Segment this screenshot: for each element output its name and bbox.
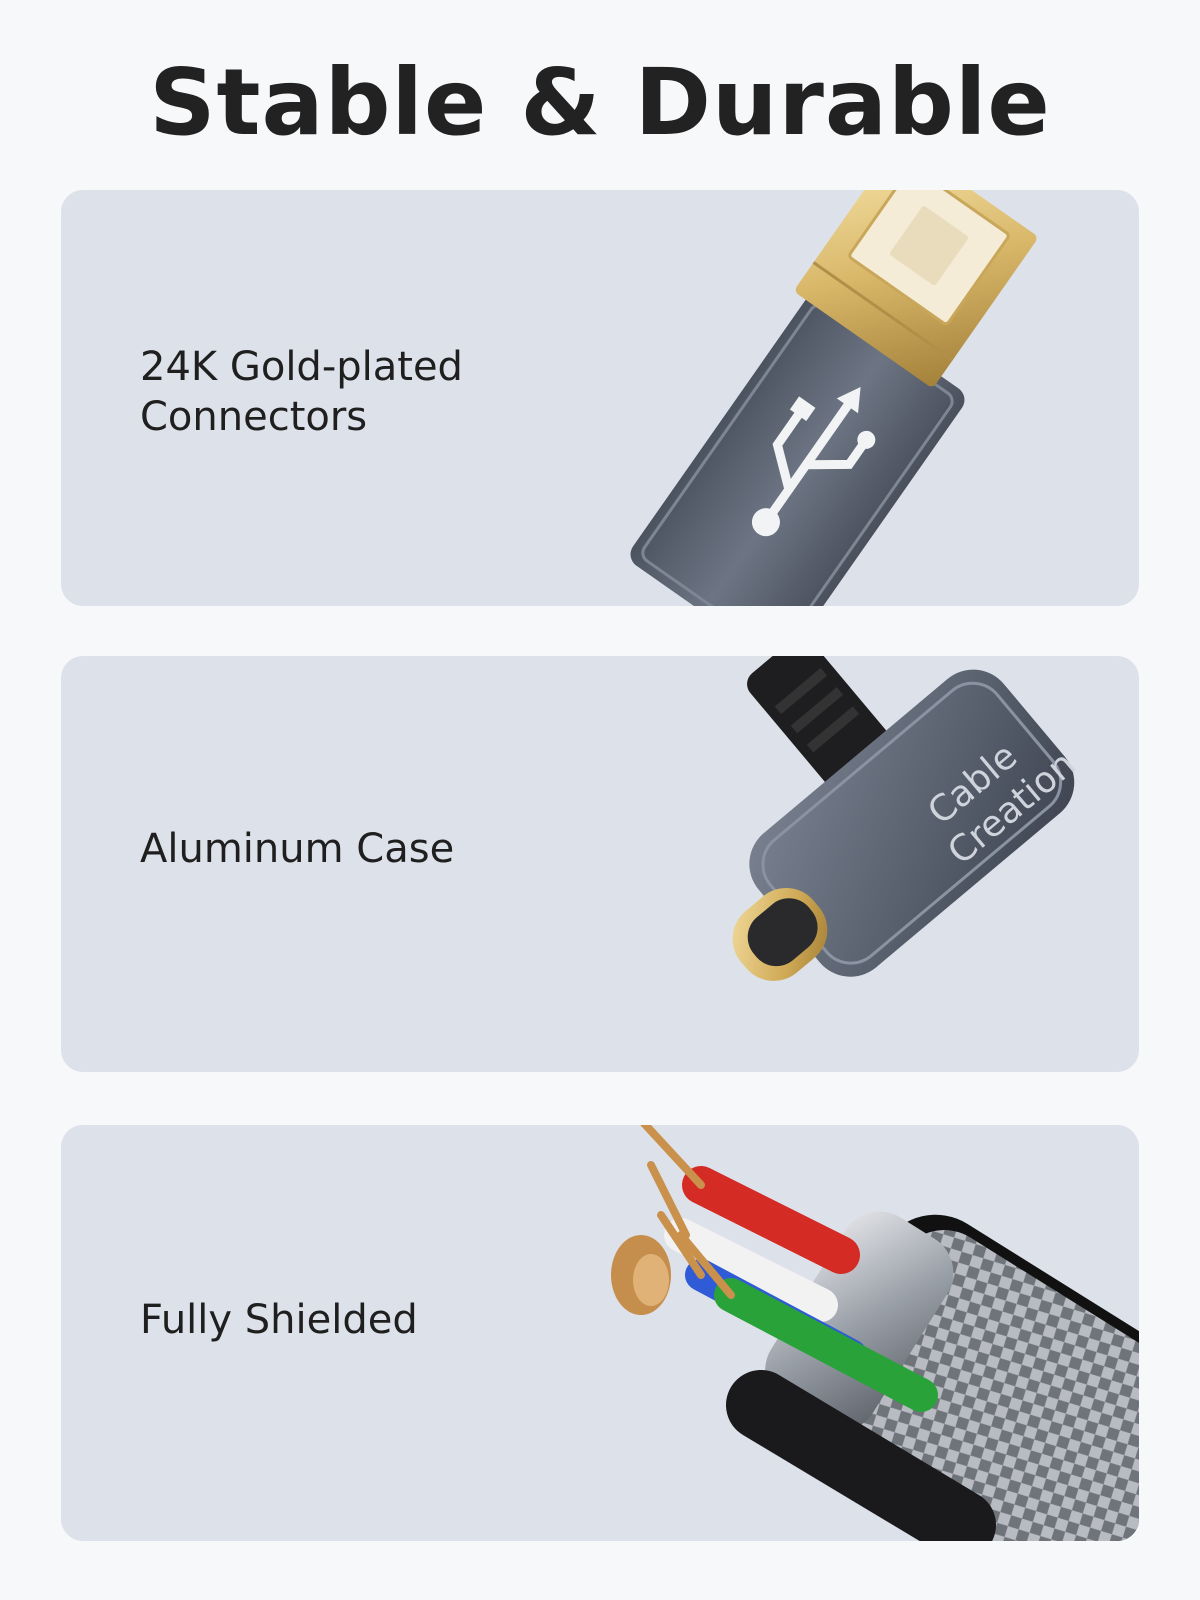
page-title: Stable & Durable — [149, 49, 1051, 156]
usb-c-connector-icon: Cable Creation — [732, 656, 1083, 981]
feature-label-aluminum: Aluminum Case — [140, 826, 455, 872]
usb-b-connector-icon — [630, 190, 1037, 606]
feature-card-gold-plated: 24K Gold-plated Connectors — [61, 190, 1139, 606]
feature-card-aluminum: Aluminum Case Cable Creation — [61, 656, 1139, 1072]
feature-card-shielded: Fully Shielded — [61, 1125, 1139, 1541]
feature-label-gold-plated: 24K Gold-plated Connectors — [140, 344, 463, 440]
shielded-cable-cross-section-icon — [611, 1125, 1139, 1541]
feature-label-shielded: Fully Shielded — [140, 1297, 418, 1343]
